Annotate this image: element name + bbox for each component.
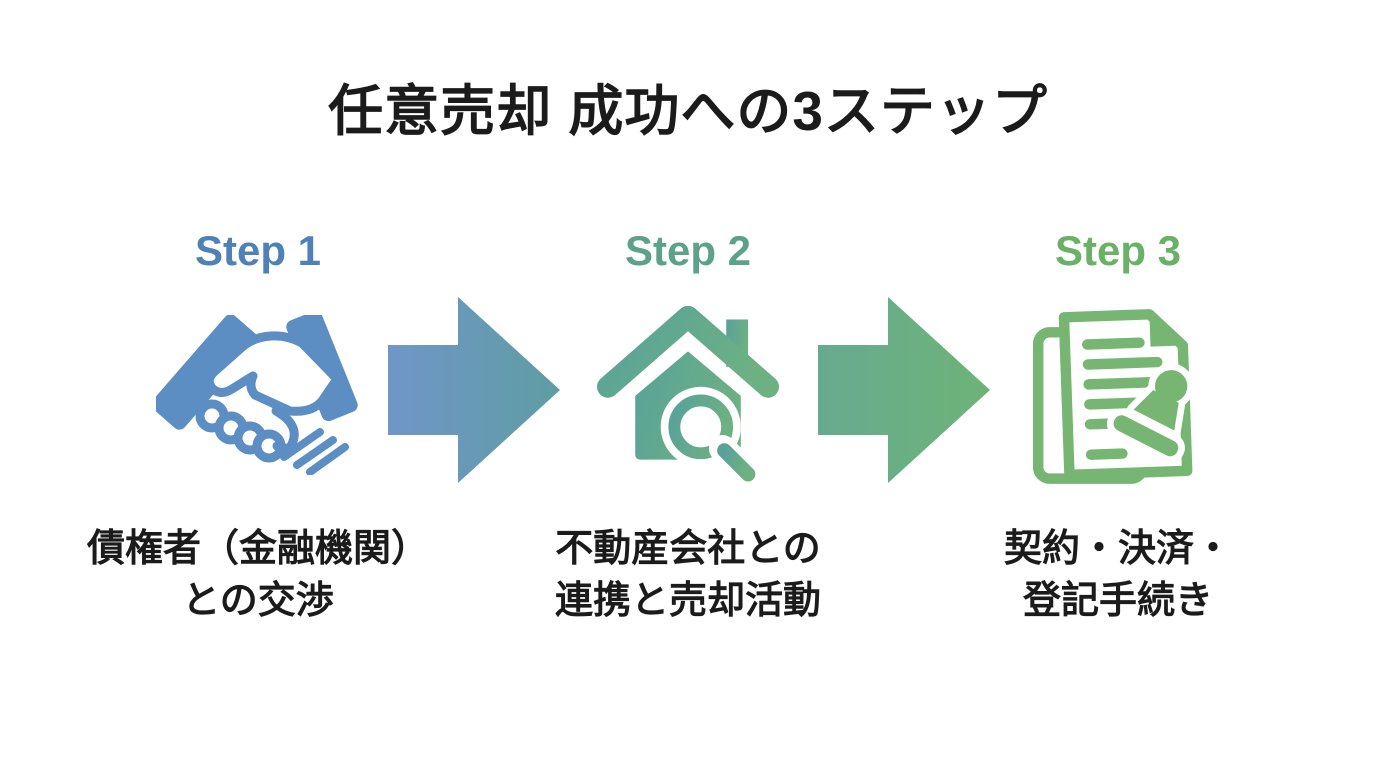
page-title: 任意売却 成功への3ステップ <box>328 80 1048 142</box>
caption-line: 登記手続き <box>1022 580 1213 623</box>
step-label: Step 1 <box>194 227 322 274</box>
caption-line: との交渉 <box>182 580 334 623</box>
document-stamp-icon <box>938 295 1298 495</box>
step-label: Step 3 <box>1054 227 1182 274</box>
step-column-1: Step 1 <box>78 225 438 628</box>
house-magnifier-icon <box>508 295 868 495</box>
step-column-2: Step 2 不動産会社との 連携と売却活動 <box>508 225 868 628</box>
caption-line: 契約・決済・ <box>1003 528 1232 570</box>
arrow-right-icon <box>818 297 990 483</box>
arrow-right-icon <box>388 297 560 483</box>
caption-line: 連携と売却活動 <box>554 580 821 623</box>
step-caption: 契約・決済・ 登記手続き <box>938 523 1298 628</box>
caption-line: 不動産会社との <box>555 528 821 570</box>
handshake-icon <box>78 295 438 495</box>
caption-line: 債権者（金融機関） <box>86 528 429 570</box>
step-caption: 不動産会社との 連携と売却活動 <box>508 523 868 628</box>
step-caption: 債権者（金融機関） との交渉 <box>78 523 438 628</box>
step-label: Step 2 <box>624 227 752 274</box>
step-column-3: Step 3 <box>938 225 1298 628</box>
